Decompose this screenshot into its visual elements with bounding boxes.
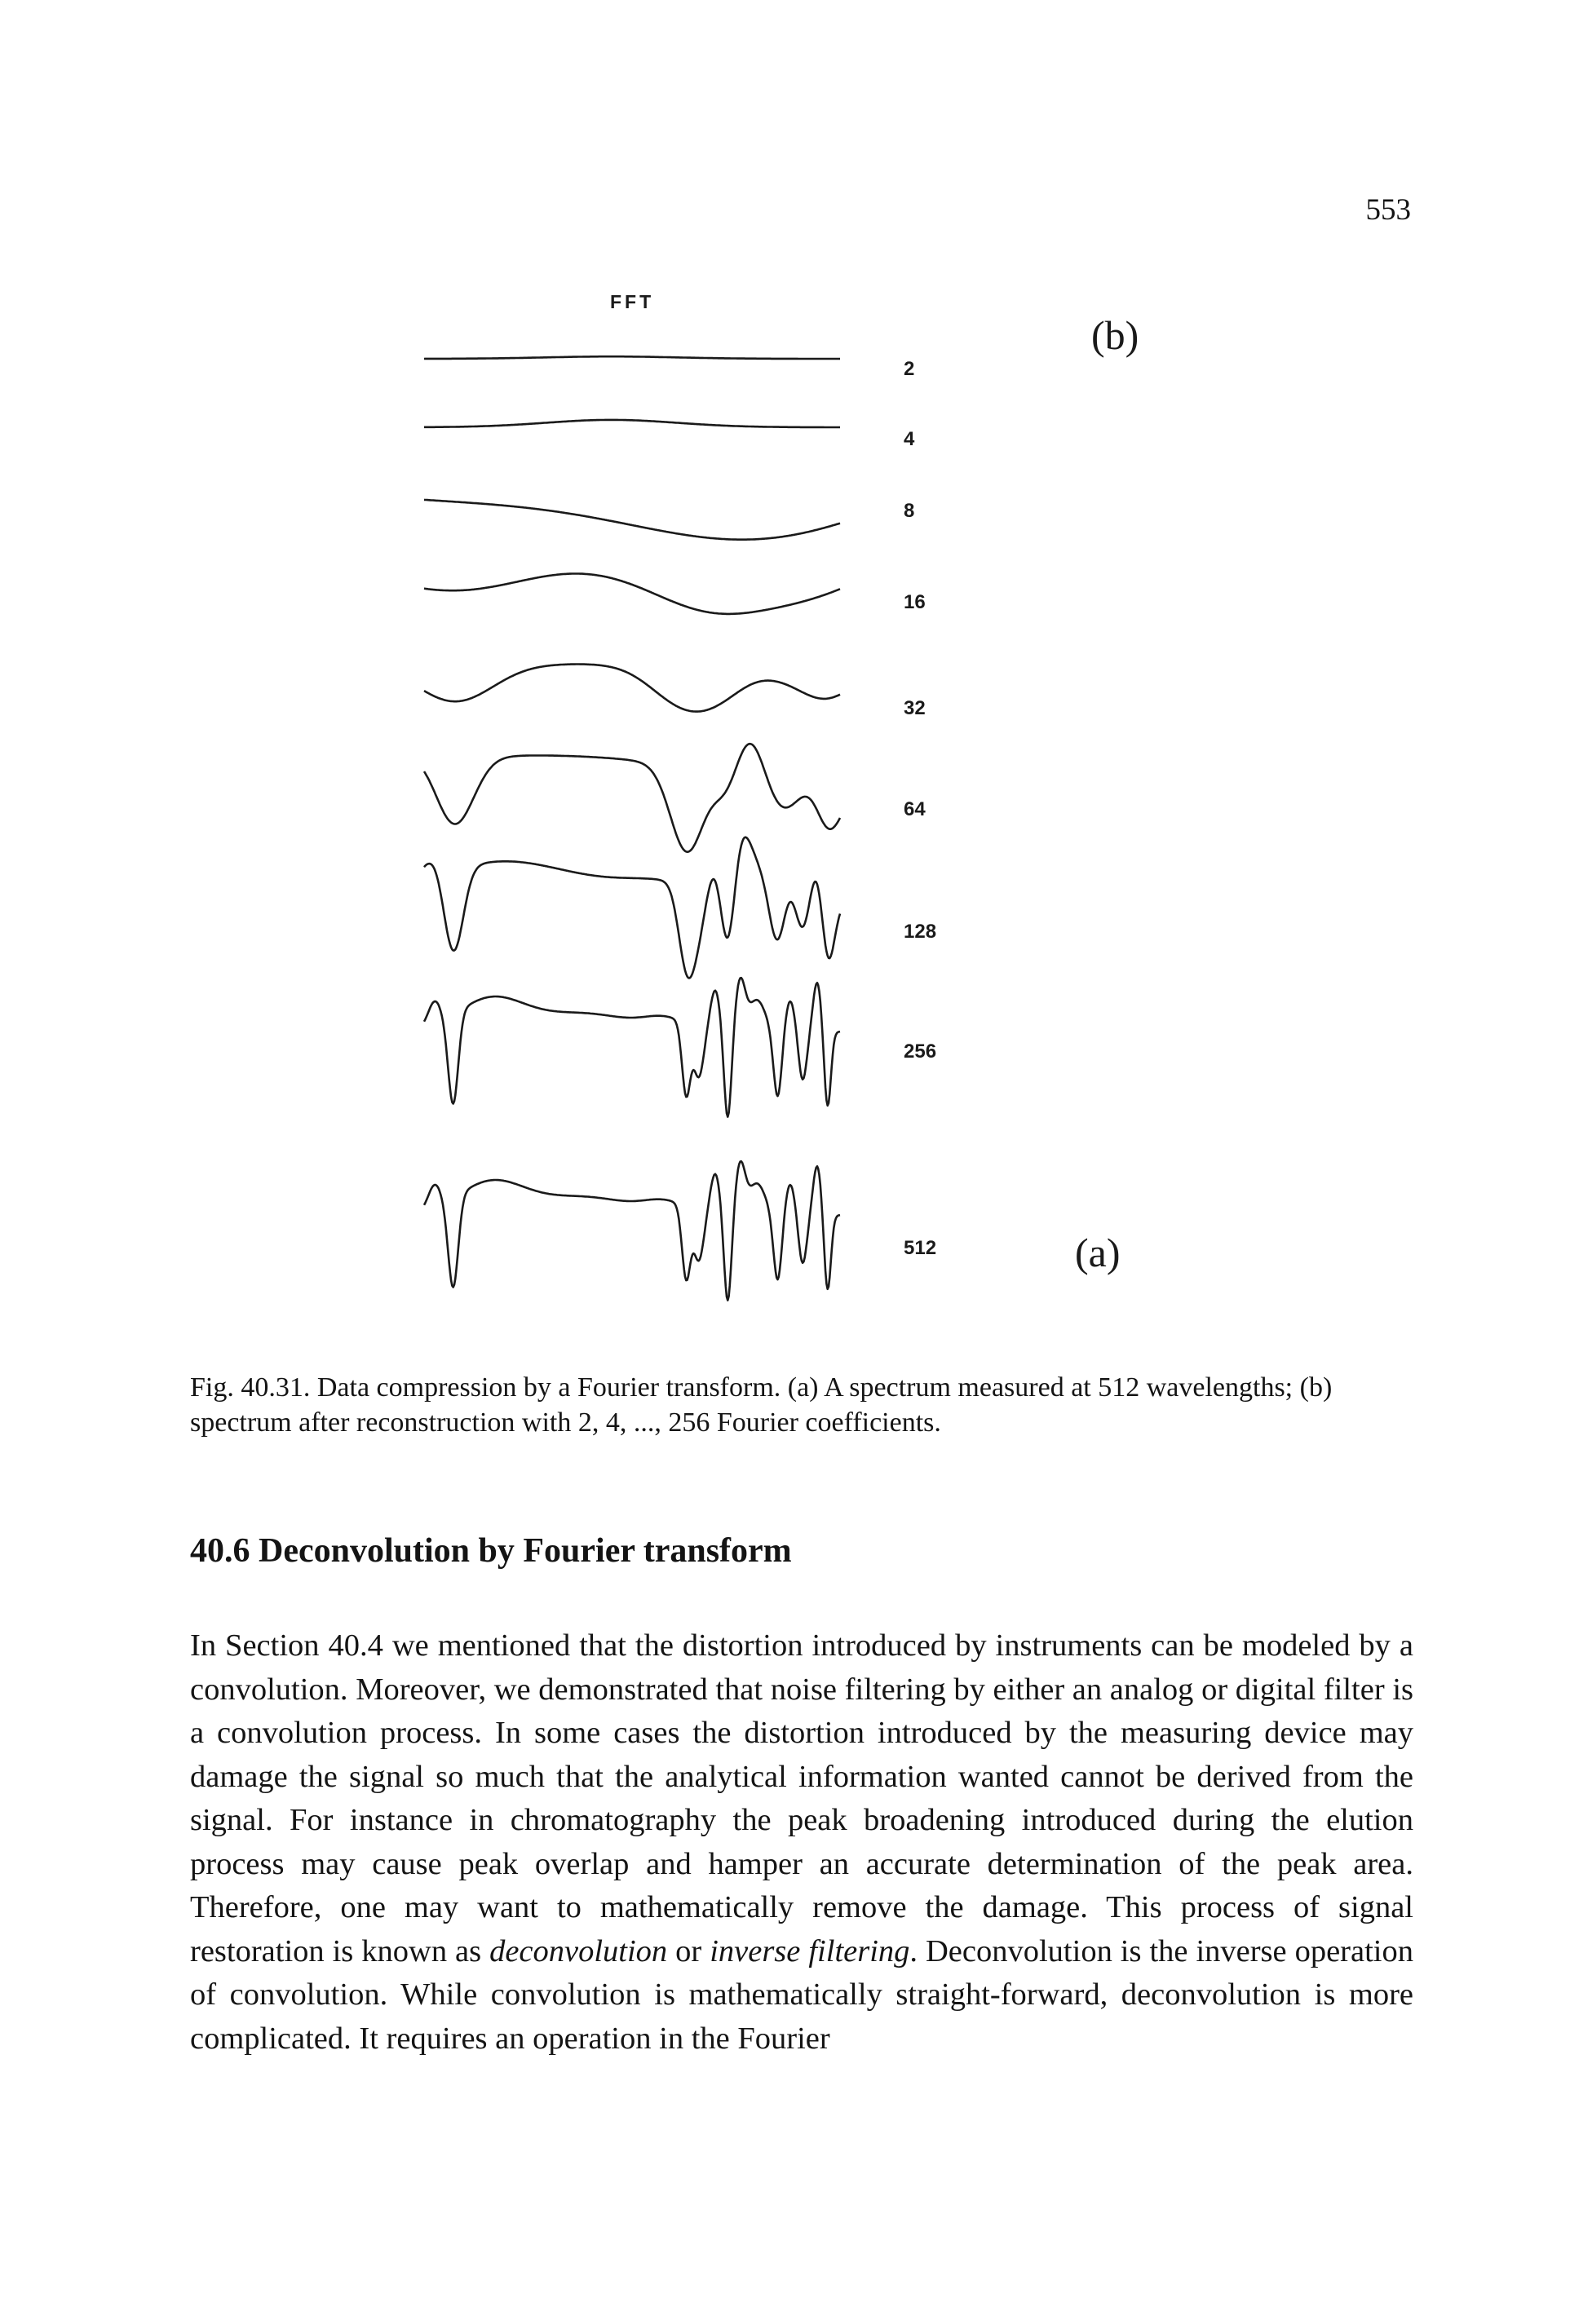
trace-label-32: 32 [904,697,926,719]
figure-caption: Fig. 40.31. Data compression by a Fourie… [190,1372,1333,1438]
panel-b-label: (b) [1091,312,1139,358]
spectrum-trace-256 [422,976,841,1118]
traces-group [422,355,842,1301]
trace-labels-group: 2 4 8 16 32 64 128 256 512 [904,358,936,1259]
spectrum-trace-8 [423,498,841,541]
trace-label-128: 128 [904,921,936,943]
spectrum-trace-2 [423,355,840,360]
spectrum-trace-128 [423,836,842,979]
figure-fourier-compression: FFT (b) (a) 2 4 8 16 32 64 128 256 512 [422,291,1139,1301]
trace-label-64: 64 [904,798,926,820]
figure-traces-svg: FFT (b) (a) 2 4 8 16 32 64 128 256 512 [422,291,1139,1301]
body-paragraph: In Section 40.4 we mentioned that the di… [190,1624,1413,2061]
trace-label-512: 512 [904,1237,936,1259]
page-number: 553 [1365,193,1412,227]
body-text-part-2: or [667,1933,710,1968]
spectrum-trace-64 [422,742,842,853]
body-text-part-1: In Section 40.4 we mentioned that the di… [190,1628,1413,1968]
body-text-part-3: . Deconvolution is the inverse operation… [190,1933,1413,2056]
term-inverse-filtering: inverse filtering [710,1933,910,1968]
spectrum-trace-4 [423,418,840,429]
spectrum-trace-32 [423,663,841,713]
spectrum-trace-16 [423,572,841,616]
panel-a-label: (a) [1075,1230,1121,1275]
term-deconvolution: deconvolution [489,1933,668,1968]
fft-label: FFT [610,291,654,312]
trace-label-8: 8 [904,500,914,522]
trace-label-256: 256 [904,1040,936,1063]
trace-label-16: 16 [904,591,926,613]
trace-label-4: 4 [904,428,915,450]
section-heading: 40.6 Deconvolution by Fourier transform [190,1532,792,1570]
spectrum-trace-512 [422,1160,841,1301]
trace-label-2: 2 [904,358,914,380]
